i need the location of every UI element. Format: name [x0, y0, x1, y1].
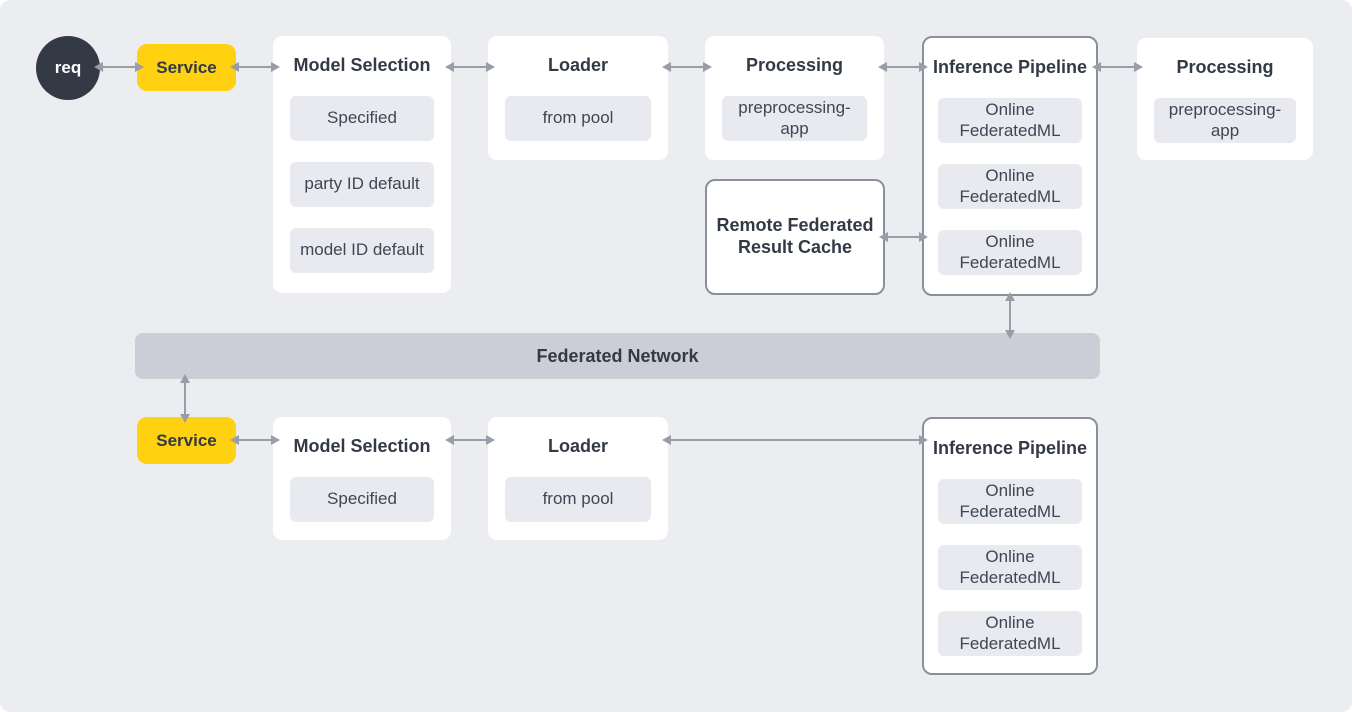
list-item: Online FederatedML — [938, 479, 1082, 524]
list-item: Online FederatedML — [938, 230, 1082, 275]
card-title: Loader — [547, 55, 608, 76]
list-item: from pool — [505, 477, 651, 522]
loader-card-bottom: Loader from pool — [488, 417, 668, 540]
arrow-inference-processing-right — [1092, 62, 1143, 72]
arrow-model-selection-loader-bottom — [445, 435, 495, 445]
card-title: Model Selection — [293, 55, 431, 76]
processing-card-right: Processing preprocessing-app — [1137, 38, 1313, 160]
arrow-service-model-selection-top — [230, 62, 280, 72]
request-node-label: req — [54, 58, 82, 77]
inference-pipeline-card-top: Inference Pipeline Online FederatedML On… — [922, 36, 1098, 296]
arrow-processing-inference-top — [878, 62, 928, 72]
federated-network-bar: Federated Network — [135, 333, 1100, 379]
arrow-loader-inference-bottom — [662, 435, 928, 445]
model-selection-card-top: Model Selection Specified party ID defau… — [273, 36, 451, 293]
card-title: Processing — [745, 55, 844, 76]
list-item: Online FederatedML — [938, 164, 1082, 209]
list-item: Specified — [290, 96, 434, 141]
arrow-inference-network — [1005, 292, 1015, 339]
arrow-loader-processing-top — [662, 62, 712, 72]
service-node-top: Service — [137, 44, 236, 91]
service-node-bottom: Service — [137, 417, 236, 464]
list-item: preprocessing-app — [1154, 98, 1296, 143]
arrow-cache-inference — [879, 232, 928, 242]
service-node-bottom-label: Service — [156, 430, 217, 450]
card-title: Inference Pipeline — [932, 57, 1088, 78]
card-title: Processing — [1176, 57, 1274, 78]
list-item: Online FederatedML — [938, 98, 1082, 143]
card-title: Loader — [547, 436, 608, 457]
loader-card-top: Loader from pool — [488, 36, 668, 160]
arrow-service-model-selection-bottom — [230, 435, 280, 445]
arrow-network-service — [180, 374, 190, 423]
list-item: from pool — [505, 96, 651, 141]
arrow-req-service — [94, 62, 144, 72]
card-title: Inference Pipeline — [932, 438, 1088, 459]
list-item: Online FederatedML — [938, 545, 1082, 590]
model-selection-card-bottom: Model Selection Specified — [273, 417, 451, 540]
arrow-model-selection-loader-top — [445, 62, 495, 72]
request-node: req — [36, 36, 100, 100]
service-node-top-label: Service — [156, 57, 217, 77]
card-title: Remote Federated Result Cache — [716, 215, 874, 257]
federated-network-label: Federated Network — [536, 345, 699, 366]
list-item: Online FederatedML — [938, 611, 1082, 656]
result-cache-card: Remote Federated Result Cache — [705, 179, 885, 295]
card-title: Model Selection — [293, 436, 431, 457]
list-item: model ID default — [290, 228, 434, 273]
processing-card-top: Processing preprocessing-app — [705, 36, 884, 160]
list-item: Specified — [290, 477, 434, 522]
inference-pipeline-card-bottom: Inference Pipeline Online FederatedML On… — [922, 417, 1098, 675]
list-item: party ID default — [290, 162, 434, 207]
list-item: preprocessing-app — [722, 96, 867, 141]
